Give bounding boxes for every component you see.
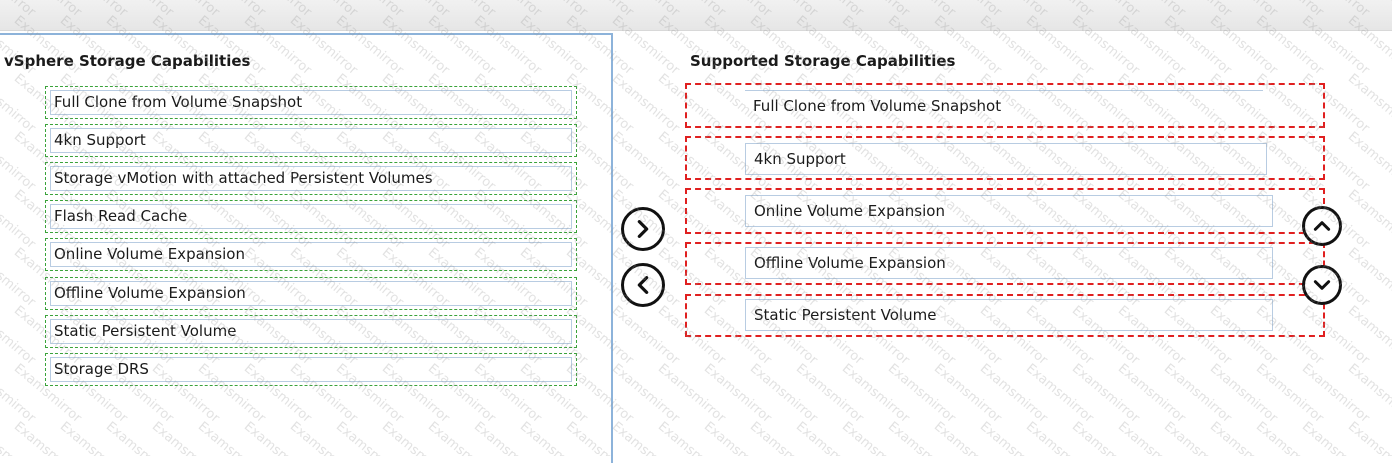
source-item-label: Static Persistent Volume — [54, 322, 237, 340]
watermark-text: Examsmirror — [1344, 71, 1392, 136]
source-item[interactable]: Storage DRS — [45, 353, 577, 386]
watermark-text: Examsmirror — [930, 419, 1005, 456]
watermark-text: Examsmirror — [1344, 361, 1392, 426]
source-item[interactable]: Full Clone from Volume Snapshot — [45, 86, 577, 119]
watermark-text: Examsmirror — [792, 361, 867, 426]
watermark-text: Examsmirror — [700, 361, 775, 426]
chevron-right-icon — [637, 220, 649, 238]
move-up-button[interactable] — [1302, 206, 1342, 246]
watermark-text: Examsmirror — [884, 361, 959, 426]
watermark-text: Examsmirror — [1298, 419, 1373, 456]
watermark-text: Examsmirror — [1022, 419, 1097, 456]
move-down-button[interactable] — [1302, 265, 1342, 305]
chevron-up-icon — [1313, 221, 1331, 231]
target-item[interactable]: Full Clone from Volume Snapshot — [745, 90, 1263, 122]
watermark-text: Examsmirror — [1160, 361, 1235, 426]
source-panel-title: vSphere Storage Capabilities — [4, 52, 251, 70]
watermark-text: Examsmirror — [1298, 361, 1373, 426]
source-item-label: Storage vMotion with attached Persistent… — [54, 169, 433, 187]
watermark-text: Examsmirror — [608, 129, 683, 194]
target-drop-zone[interactable] — [685, 242, 1325, 285]
watermark-text: Examsmirror — [1206, 419, 1281, 456]
watermark-text: Examsmirror — [838, 419, 913, 456]
watermark-text: Examsmirror — [930, 361, 1005, 426]
watermark-text: Examsmirror — [654, 361, 729, 426]
watermark-text: Examsmirror — [1344, 303, 1392, 368]
chevron-down-icon — [1313, 280, 1331, 290]
watermark-text: Examsmirror — [976, 361, 1051, 426]
source-item[interactable]: Storage vMotion with attached Persistent… — [45, 162, 577, 195]
target-item[interactable]: Offline Volume Expansion — [745, 247, 1273, 279]
source-item-label: Full Clone from Volume Snapshot — [54, 93, 303, 111]
watermark-text: Examsmirror — [1344, 187, 1392, 252]
move-left-button[interactable] — [621, 263, 665, 307]
source-item-label: Online Volume Expansion — [54, 245, 245, 263]
watermark-text: Examsmirror — [608, 303, 683, 368]
watermark-text: Examsmirror — [1252, 419, 1327, 456]
target-drop-zone[interactable] — [685, 294, 1325, 337]
watermark-text: Examsmirror — [838, 361, 913, 426]
watermark-text: Examsmirror — [884, 419, 959, 456]
source-item[interactable]: Online Volume Expansion — [45, 238, 577, 271]
chevron-left-icon — [637, 276, 649, 294]
watermark-text: Examsmirror — [1160, 419, 1235, 456]
target-drop-zone[interactable] — [685, 83, 1325, 128]
watermark-text: Examsmirror — [608, 419, 683, 456]
watermark-text: Examsmirror — [1206, 361, 1281, 426]
source-item-label: Offline Volume Expansion — [54, 284, 246, 302]
source-item-label: 4kn Support — [54, 131, 146, 149]
watermark-text: Examsmirror — [746, 419, 821, 456]
move-right-button[interactable] — [621, 207, 665, 251]
watermark-text: Examsmirror — [746, 361, 821, 426]
watermark-text: Examsmirror — [976, 419, 1051, 456]
watermark-text: Examsmirror — [1252, 361, 1327, 426]
source-item[interactable]: Offline Volume Expansion — [45, 277, 577, 310]
watermark-text: Examsmirror — [1068, 361, 1143, 426]
source-item[interactable]: Static Persistent Volume — [45, 315, 577, 348]
top-bar — [0, 0, 1392, 31]
source-item[interactable]: 4kn Support — [45, 124, 577, 157]
source-item-label: Storage DRS — [54, 360, 149, 378]
watermark-text: Examsmirror — [792, 419, 867, 456]
source-item-label: Flash Read Cache — [54, 207, 188, 225]
watermark-text: Examsmirror — [1068, 419, 1143, 456]
source-item[interactable]: Flash Read Cache — [45, 200, 577, 233]
source-panel — [0, 33, 613, 463]
watermark-text: Examsmirror — [608, 361, 683, 426]
watermark-text: Examsmirror — [1114, 361, 1189, 426]
watermark-text: Examsmirror — [700, 419, 775, 456]
watermark-text: Examsmirror — [1114, 419, 1189, 456]
watermark-text: Examsmirror — [1022, 361, 1097, 426]
target-item[interactable]: Online Volume Expansion — [745, 195, 1273, 227]
target-item[interactable]: 4kn Support — [745, 143, 1267, 175]
target-panel-title: Supported Storage Capabilities — [690, 52, 956, 70]
watermark-text: Examsmirror — [1344, 245, 1392, 310]
watermark-text: Examsmirror — [1344, 129, 1392, 194]
watermark-text: Examsmirror — [608, 71, 683, 136]
target-item[interactable]: Static Persistent Volume — [745, 299, 1273, 331]
target-drop-zone[interactable] — [685, 136, 1325, 180]
watermark-text: Examsmirror — [1344, 419, 1392, 456]
watermark-text: Examsmirror — [654, 419, 729, 456]
